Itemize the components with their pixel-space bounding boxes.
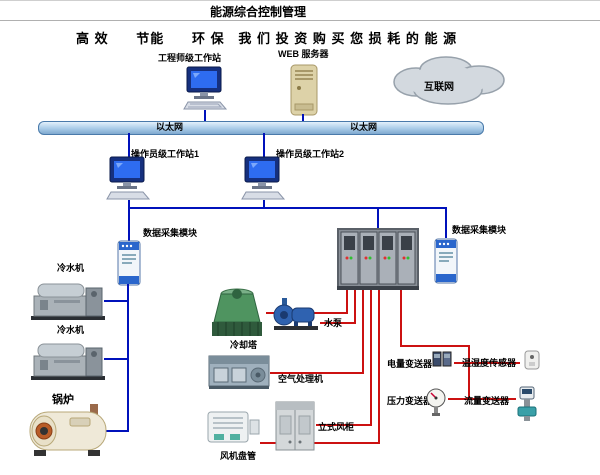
wire-blue — [263, 133, 265, 158]
power-transmitter-label: 电量变送器 — [387, 359, 433, 369]
pressure-transmitter-icon — [424, 388, 448, 423]
boiler-image — [26, 402, 112, 465]
wire-red — [378, 290, 380, 442]
operator-workstation-2-label: 操作员级工作站2 — [276, 149, 345, 159]
ethernet-bus — [38, 121, 484, 135]
cooling-tower-image — [208, 286, 266, 345]
operator-workstation-1-label: 操作员级工作站1 — [131, 149, 200, 159]
page-title: 能源综合控制管理 — [210, 5, 307, 19]
temp-humidity-sensor-label: 温湿度传感器 — [462, 358, 517, 368]
daq-module-right-icon — [434, 238, 458, 289]
operator-workstation-2-icon — [238, 156, 288, 207]
wire-blue — [204, 110, 206, 121]
wire-red — [270, 372, 364, 374]
flow-transmitter-label: 流量变送器 — [464, 396, 510, 406]
wire-blue — [263, 200, 265, 209]
chiller-1-label: 冷水机 — [57, 263, 85, 273]
wire-red — [370, 290, 372, 424]
ethernet-label-left: 以太网 — [156, 122, 184, 132]
engineer-workstation-label: 工程师级工作站 — [158, 53, 222, 63]
wire-red — [454, 362, 468, 364]
ethernet-label-right: 以太网 — [350, 122, 378, 132]
wire-red — [320, 322, 356, 324]
chiller-1-image — [28, 276, 108, 327]
wire-blue — [128, 200, 130, 209]
fan-coil-image — [206, 406, 260, 455]
daq-module-left-label: 数据采集模块 — [143, 228, 198, 238]
wire-blue — [128, 133, 130, 158]
wire-blue — [104, 430, 128, 432]
daq-module-right-label: 数据采集模块 — [452, 225, 507, 235]
boiler-label: 锅炉 — [52, 394, 74, 406]
title-divider — [0, 20, 600, 21]
wire-blue — [128, 207, 447, 209]
chiller-2-label: 冷水机 — [57, 325, 85, 335]
wire-blue — [128, 207, 130, 241]
wire-blue — [104, 300, 128, 302]
control-cabinet-image — [337, 228, 419, 295]
air-handler-label: 空气处理机 — [278, 374, 324, 384]
water-pump-label: 水泵 — [324, 318, 343, 328]
daq-module-left-icon — [117, 240, 141, 291]
engineer-workstation-icon — [180, 66, 230, 117]
vertical-air-cabinet-image — [274, 400, 316, 457]
wire-red — [362, 290, 364, 372]
wire-blue — [445, 207, 447, 238]
water-pump-image — [272, 296, 320, 337]
wire-blue — [127, 284, 129, 432]
wire-blue — [104, 358, 128, 360]
flow-transmitter-icon — [516, 386, 538, 427]
wire-red — [448, 398, 468, 400]
pressure-transmitter-label: 压力变送器 — [387, 396, 433, 406]
operator-workstation-1-icon — [103, 156, 153, 207]
chiller-2-image — [28, 336, 108, 387]
vertical-air-cabinet-label: 立式风柜 — [318, 422, 355, 432]
web-server-label: WEB 服务器 — [278, 49, 329, 59]
cooling-tower-label: 冷却塔 — [230, 340, 258, 350]
slogan-text: 高 效 节能 环 保 我 们 投 资 购 买 您 损 耗 的 能 源 — [76, 31, 458, 46]
wire-red — [470, 362, 520, 364]
top-border — [0, 0, 600, 1]
wire-red — [346, 290, 348, 312]
internet-label: 互联网 — [424, 82, 454, 93]
wire-blue — [302, 114, 304, 121]
wire-red — [468, 345, 470, 400]
wire-red — [400, 290, 402, 345]
web-server-icon — [290, 64, 318, 121]
fan-coil-label: 风机盘管 — [220, 451, 257, 461]
wire-red — [400, 345, 470, 347]
wire-red — [470, 398, 516, 400]
internet-cloud-icon — [386, 52, 511, 115]
wire-red — [316, 424, 372, 426]
wire-red — [354, 290, 356, 322]
wire-red — [260, 442, 380, 444]
air-handler-image — [208, 350, 270, 395]
power-transmitter-icon — [432, 350, 452, 373]
wire-blue — [377, 207, 379, 228]
temp-humidity-sensor-icon — [524, 350, 540, 375]
